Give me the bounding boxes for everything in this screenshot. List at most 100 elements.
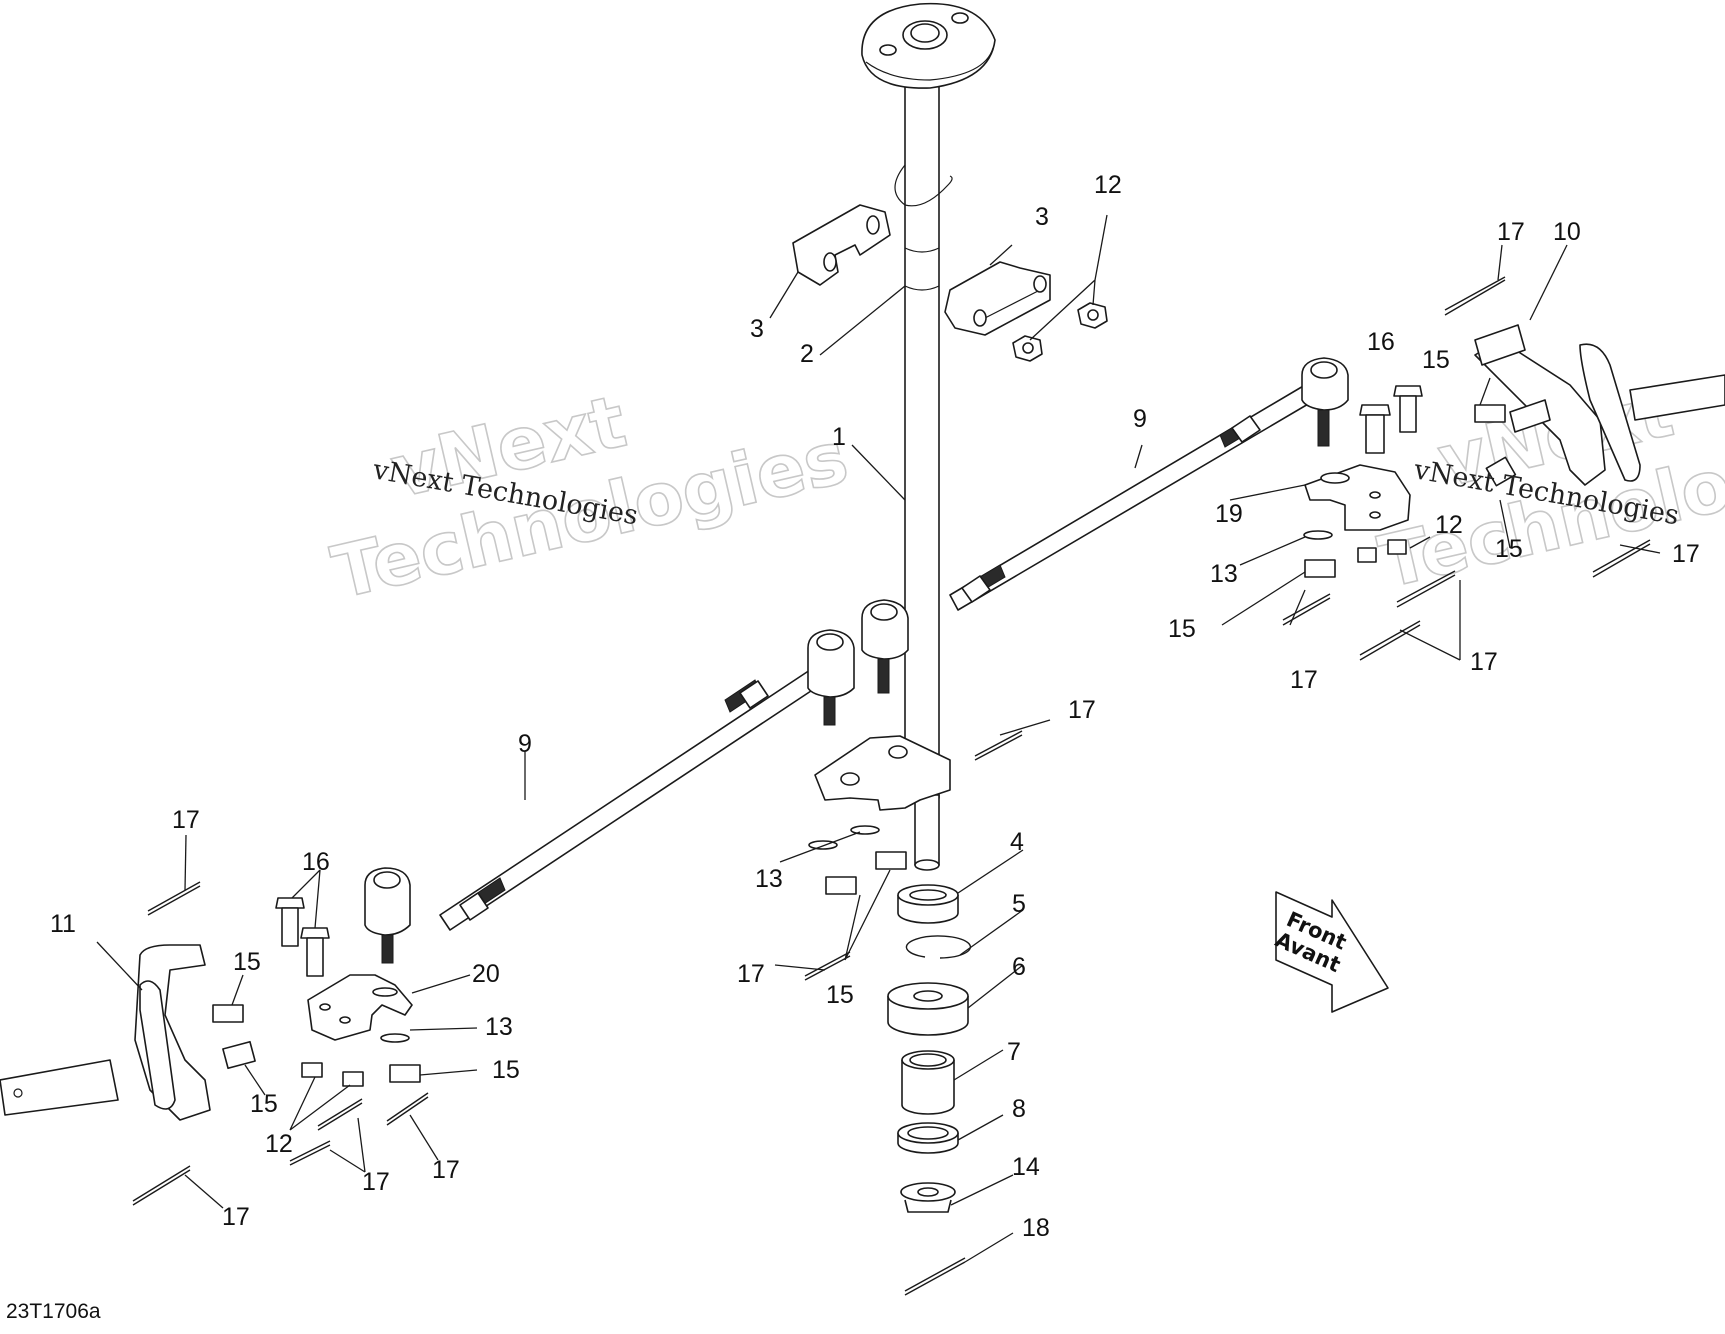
callout-17: 17 [432,1156,460,1184]
nut-12-right-a [1357,547,1377,563]
tie-rod-right [861,357,1349,694]
callout-labels: 1 2 3 3 4 5 6 7 8 9 9 10 11 12 12 12 13 … [50,171,1700,1242]
callout-6: 6 [1012,953,1026,981]
callout-17: 17 [1497,218,1525,246]
nut-12-right-b [1387,539,1407,555]
callout-20: 20 [472,960,500,988]
pitman-arm [814,735,951,811]
steering-arm-20 [307,974,413,1041]
callout-17: 17 [1672,540,1700,568]
callout-13: 13 [485,1013,513,1041]
washer-13-left [380,1033,410,1043]
bearing-6 [887,982,969,1036]
callout-16: 16 [302,848,330,876]
callout-9: 9 [1133,405,1147,433]
callout-14: 14 [1012,1153,1040,1181]
circlip-5 [905,935,972,959]
flange-nut-14 [900,1182,956,1213]
bolt-16-left-b [300,927,330,977]
bolt-16-right-a [1359,404,1391,454]
castle-nut-15-left-b [222,1040,256,1070]
castle-nut-15-right-c [1485,456,1517,487]
callout-17: 17 [362,1168,390,1196]
cotter-pin-17 [974,734,1023,761]
clamp-half-left [792,204,891,286]
callout-3: 3 [1035,203,1049,231]
nut-12-left-a [301,1062,323,1078]
spindle-left [0,1059,119,1116]
tie-rod-left [364,629,855,964]
callout-15: 15 [233,948,261,976]
steering-arm-19 [1304,464,1411,531]
bushing-7 [901,1050,955,1115]
clamp-half-right [944,261,1051,336]
callout-13: 13 [1210,560,1238,588]
castle-nut-15-center-b [875,851,907,870]
shaft-lower-stub [914,794,940,866]
castle-nut-15-right-b [1474,404,1506,423]
steering-column [861,2,996,871]
flange-hole [951,12,969,24]
cotter-pin-17 [1444,279,1506,316]
steering-shaft [904,77,940,799]
callout-15: 15 [492,1056,520,1084]
watermark-right: vNext Technologies [1371,368,1725,606]
cotter-pin-17 [317,1102,363,1131]
front-direction-arrow: Front Avant [1272,891,1389,1013]
bolt-16-left-a [275,897,305,947]
cotter-pins [132,276,1651,1296]
figure-id: 23T1706a [6,1300,101,1323]
callout-10: 10 [1553,218,1581,246]
callout-2: 2 [800,340,814,368]
callout-4: 4 [1010,828,1024,856]
cotter-pin-17 [804,955,851,981]
callout-11: 11 [50,910,76,938]
castle-nut-15-left-a [212,1004,244,1023]
callout-17: 17 [1068,696,1096,724]
callout-19: 19 [1215,500,1243,528]
cotter-pin-17 [289,1144,331,1166]
callout-15: 15 [826,981,854,1009]
callout-7: 7 [1007,1038,1021,1066]
washer-13-center-b [850,825,880,835]
nut-12-left-b [342,1071,364,1087]
callout-8: 8 [1012,1095,1026,1123]
retaining-clip [904,175,953,207]
castle-nut-15-right-a [1304,559,1336,578]
steering-knuckle-11 [0,944,211,1121]
bearing-4 [897,884,959,924]
cotter-pin-18 [904,1261,966,1296]
cotter-pin-17 [147,885,201,916]
flange-hole [879,44,897,56]
cotter-pin-17 [386,1096,429,1126]
callout-15: 15 [250,1090,278,1118]
callout-1: 1 [832,423,846,451]
callout-17: 17 [1290,666,1318,694]
cotter-pin-17 [132,1169,191,1206]
castle-nut-15-left-c [389,1064,421,1083]
washer-13-right [1303,530,1333,540]
callout-17: 17 [1470,648,1498,676]
bearing-8 [897,1122,959,1154]
callout-17: 17 [222,1203,250,1231]
callout-15: 15 [1422,346,1450,374]
flange-nut-12b [1077,302,1108,329]
callout-16: 16 [1367,328,1395,356]
callout-13: 13 [755,865,783,893]
callout-3: 3 [750,315,764,343]
cotter-pin-17 [1396,574,1456,608]
castle-nut-15-center-a [825,876,857,895]
flange-nut-12a [1012,335,1043,362]
spindle-right [1629,374,1725,421]
leader-lines [96,214,1661,1263]
callout-15: 15 [1495,535,1523,563]
callout-15: 15 [1168,615,1196,643]
callout-17: 17 [737,960,765,988]
cotter-pin-17 [1359,624,1421,661]
bolt-16-right-b [1393,385,1423,433]
cotter-pin-17 [1282,597,1331,626]
callout-5: 5 [1012,890,1026,918]
steering-knuckle-10 [1474,324,1725,486]
callout-17: 17 [172,806,200,834]
